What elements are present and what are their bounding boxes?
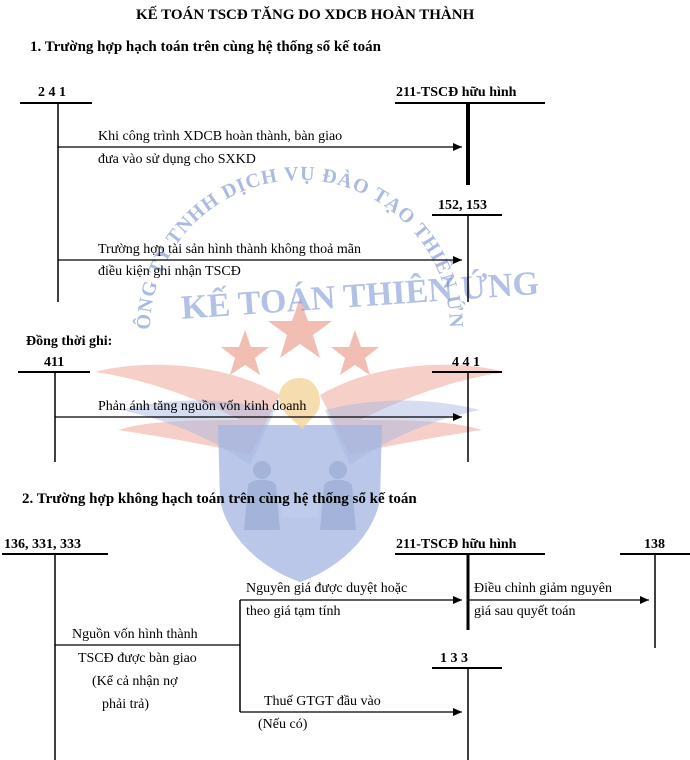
vat-line2: (Nếu có) <box>258 717 308 732</box>
account-211b-label: 211-TSCĐ hữu hình <box>396 537 517 552</box>
section2-heading: 2. Trường hợp không hạch toán trên cùng … <box>22 491 417 507</box>
source-line3: (Kể cả nhận nợ <box>92 674 178 689</box>
account-152-label: 152, 153 <box>438 198 487 213</box>
source-line1: Nguồn vốn hình thành <box>72 627 198 642</box>
simultaneous-label: Đồng thời ghi: <box>26 334 113 349</box>
account-138-label: 138 <box>644 537 665 552</box>
account-211-label: 211-TSCĐ hữu hình <box>396 85 517 100</box>
entry2-line2: điều kiện ghi nhận TSCĐ <box>98 264 241 279</box>
original-cost-line2: theo giá tạm tính <box>246 604 341 619</box>
shield-icon <box>218 425 382 582</box>
stars-icon <box>221 298 379 375</box>
page-title: KẾ TOÁN TSCĐ TĂNG DO XDCB HOÀN THÀNH <box>136 7 475 23</box>
account-133-label: 1 3 3 <box>440 651 468 666</box>
account-136-label: 136, 331, 333 <box>4 537 81 552</box>
entry3-label: Phản ánh tăng nguồn vốn kinh doanh <box>98 399 307 414</box>
entry1-line2: đưa vào sử dụng cho SXKD <box>98 152 256 167</box>
account-441-label: 4 4 1 <box>452 355 480 370</box>
original-cost-line1: Nguyên giá được duyệt hoặc <box>246 581 408 596</box>
entry2-line1: Trường hợp tài sản hình thành không thoả… <box>98 242 361 257</box>
vat-line1: Thuế GTGT đầu vào <box>264 694 381 709</box>
source-line2: TSCĐ được bàn giao <box>78 651 197 666</box>
source-line4: phải trả) <box>102 697 150 712</box>
adjust-line1: Điều chỉnh giảm nguyên <box>474 581 613 596</box>
account-241-label: 2 4 1 <box>38 85 66 100</box>
entry1-line1: Khi công trình XDCB hoàn thành, bàn giao <box>98 129 343 144</box>
section1-heading: 1. Trường hợp hạch toán trên cùng hệ thố… <box>30 39 381 55</box>
account-411-label: 411 <box>44 355 65 370</box>
adjust-line2: giá sau quyết toán <box>474 604 576 619</box>
